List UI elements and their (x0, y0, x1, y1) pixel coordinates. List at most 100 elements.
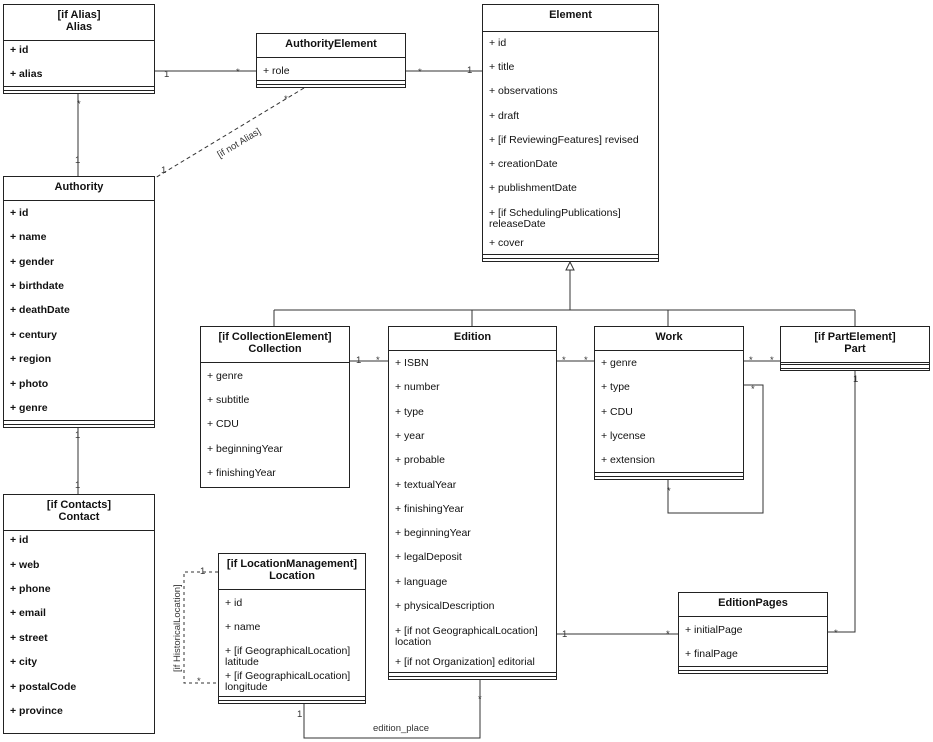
attribute: + CDU (207, 418, 239, 430)
attribute: + observations (489, 85, 558, 97)
multiplicity-label: * (666, 629, 670, 640)
attribute: + physicalDescription (395, 600, 495, 612)
multiplicity-label: 1 (75, 430, 81, 441)
class-authority-element[interactable]: AuthorityElement + role (256, 33, 406, 88)
class-edition-pages[interactable]: EditionPages + initialPage + finalPage (678, 592, 828, 674)
multiplicity-label: * (376, 355, 380, 366)
attribute: + subtitle (207, 394, 250, 406)
class-edition[interactable]: Edition + ISBN + number + type + year + … (388, 326, 557, 680)
attribute: + publishmentDate (489, 182, 577, 194)
assoc-location-self (183, 571, 218, 684)
multiplicity-label: 1 (75, 155, 81, 166)
class-header: [if Alias] Alias (4, 5, 154, 41)
attribute: + finishingYear (207, 467, 276, 479)
multiplicity-label: * (770, 355, 774, 366)
assoc-location-edition (303, 680, 481, 739)
attribute: + beginningYear (395, 527, 471, 539)
class-footer (679, 666, 827, 671)
multiplicity-label: * (562, 355, 566, 366)
attribute: + creationDate (489, 158, 558, 170)
multiplicity-label: * (478, 694, 482, 705)
class-title-line: Element (549, 9, 592, 21)
attribute: + street (10, 632, 48, 644)
class-footer (219, 696, 365, 701)
assoc-work-self (667, 384, 764, 514)
attribute: + type (395, 406, 424, 418)
class-header: Authority (4, 177, 154, 201)
class-footer (4, 86, 154, 91)
class-footer (4, 420, 154, 425)
attribute: + name (10, 231, 47, 243)
attribute: + genre (10, 402, 48, 414)
class-title-line: [if LocationManagement] (226, 558, 358, 570)
attribute: + city (10, 656, 38, 668)
attribute: + [if GeographicalLocation]latitude (225, 645, 351, 668)
attribute: + [if SchedulingPublications]releaseDate (489, 207, 621, 230)
attribute: + finalPage (685, 648, 738, 660)
class-footer (389, 672, 556, 677)
attribute: + postalCode (10, 681, 77, 693)
class-header: [if Contacts] Contact (4, 495, 154, 531)
inheritance-arrowhead (565, 260, 575, 271)
multiplicity-label: 1 (297, 709, 303, 720)
class-alias[interactable]: [if Alias] Alias + id + alias (3, 4, 155, 94)
class-footer (257, 80, 405, 85)
attribute: + extension (601, 454, 655, 466)
attribute: + alias (10, 68, 43, 80)
attribute: + title (489, 61, 515, 73)
class-footer (483, 254, 658, 259)
attribute: + role (263, 65, 290, 77)
class-header: Work (595, 327, 743, 351)
multiplicity-label: * (834, 628, 838, 639)
attribute: + [if GeographicalLocation]longitude (225, 670, 351, 693)
class-title-line: [if Alias] (57, 9, 101, 21)
attribute: + cover (489, 237, 524, 249)
class-title-line: [if Contacts] (46, 499, 112, 511)
attribute: + textualYear (395, 479, 457, 491)
class-element[interactable]: Element + id + title + observations + dr… (482, 4, 659, 262)
attribute: + region (10, 353, 52, 365)
class-title-line: Alias (65, 21, 93, 33)
attribute: + finishingYear (395, 503, 464, 515)
attribute: + legalDeposit (395, 551, 462, 563)
multiplicity-label: * (236, 67, 240, 78)
attribute: + beginningYear (207, 443, 283, 455)
association-label-if-historical-location: [if HistoricalLocation] (172, 584, 183, 672)
class-title-line: AuthorityElement (285, 38, 377, 50)
multiplicity-label: * (77, 99, 81, 110)
class-collection[interactable]: [if CollectionElement] Collection + genr… (200, 326, 350, 488)
attribute: + ISBN (395, 357, 429, 369)
class-header: [if CollectionElement] Collection (201, 327, 349, 363)
attribute: + id (225, 597, 243, 609)
class-title-line: Location (269, 570, 315, 582)
class-location[interactable]: [if LocationManagement] Location + id + … (218, 553, 366, 704)
attribute: + id (10, 534, 29, 546)
multiplicity-label: 1 (161, 165, 167, 176)
attribute: + CDU (601, 406, 633, 418)
assoc-part-editionpages (828, 371, 856, 633)
attribute: + id (10, 44, 29, 56)
attribute: + email (10, 607, 46, 619)
attribute: + [if not GeographicalLocation]location (395, 625, 538, 648)
assoc-authorityelement-authority (154, 87, 305, 179)
multiplicity-label: * (667, 486, 671, 497)
class-footer (781, 364, 929, 369)
attribute: + id (489, 37, 507, 49)
class-title-line: Work (655, 331, 683, 343)
attribute: + gender (10, 256, 55, 268)
attribute: + photo (10, 378, 49, 390)
multiplicity-label: 1 (164, 69, 170, 80)
class-part[interactable]: [if PartElement] Part (780, 326, 930, 371)
multiplicity-label: * (584, 355, 588, 366)
multiplicity-label: * (197, 676, 201, 687)
class-work[interactable]: Work + genre + type + CDU + lycense + ex… (594, 326, 744, 480)
attribute: + number (395, 381, 440, 393)
attribute: + id (10, 207, 29, 219)
class-title-line: Authority (54, 181, 104, 193)
attribute: + type (601, 381, 630, 393)
class-contact[interactable]: [if Contacts] Contact + id + web + phone… (3, 494, 155, 734)
class-authority[interactable]: Authority + id + name + gender + birthda… (3, 176, 155, 428)
attribute: + web (10, 559, 40, 571)
attribute: + genre (601, 357, 637, 369)
